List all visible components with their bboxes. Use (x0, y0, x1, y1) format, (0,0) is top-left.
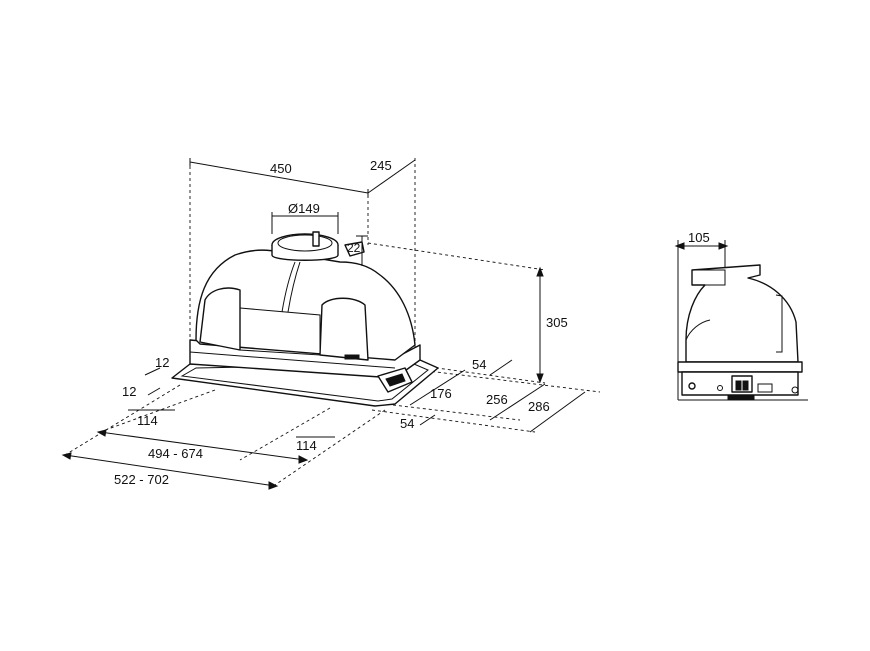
dim-494-674: 494 - 674 (148, 446, 203, 461)
dim-305: 305 (546, 315, 568, 330)
dim-114-left: 114 (137, 413, 158, 428)
hood-body (171, 231, 439, 407)
dim-286: 286 (528, 399, 550, 414)
dim-176: 176 (430, 386, 452, 401)
dim-256: 256 (486, 392, 508, 407)
dim-12-a: 12 (155, 355, 169, 370)
dimension-lines (61, 158, 586, 490)
side-view: 105 (674, 230, 808, 401)
dimension-labels: 450 245 Ø149 22 305 12 12 114 114 494 - … (114, 158, 568, 487)
dim-12-b: 12 (122, 384, 136, 399)
dim-245: 245 (370, 158, 392, 173)
dim-114-front: 114 (296, 438, 317, 453)
construction-lines (64, 158, 601, 488)
dim-105: 105 (688, 230, 710, 245)
dim-450: 450 (270, 161, 292, 176)
dim-54-top: 54 (472, 357, 486, 372)
dim-54-bottom: 54 (400, 416, 414, 431)
dim-duct-diameter: Ø149 (288, 201, 320, 216)
dim-22: 22 (347, 241, 361, 255)
isometric-hood-view: 450 245 Ø149 22 305 12 12 114 114 494 - … (61, 158, 601, 490)
dim-522-702: 522 - 702 (114, 472, 169, 487)
